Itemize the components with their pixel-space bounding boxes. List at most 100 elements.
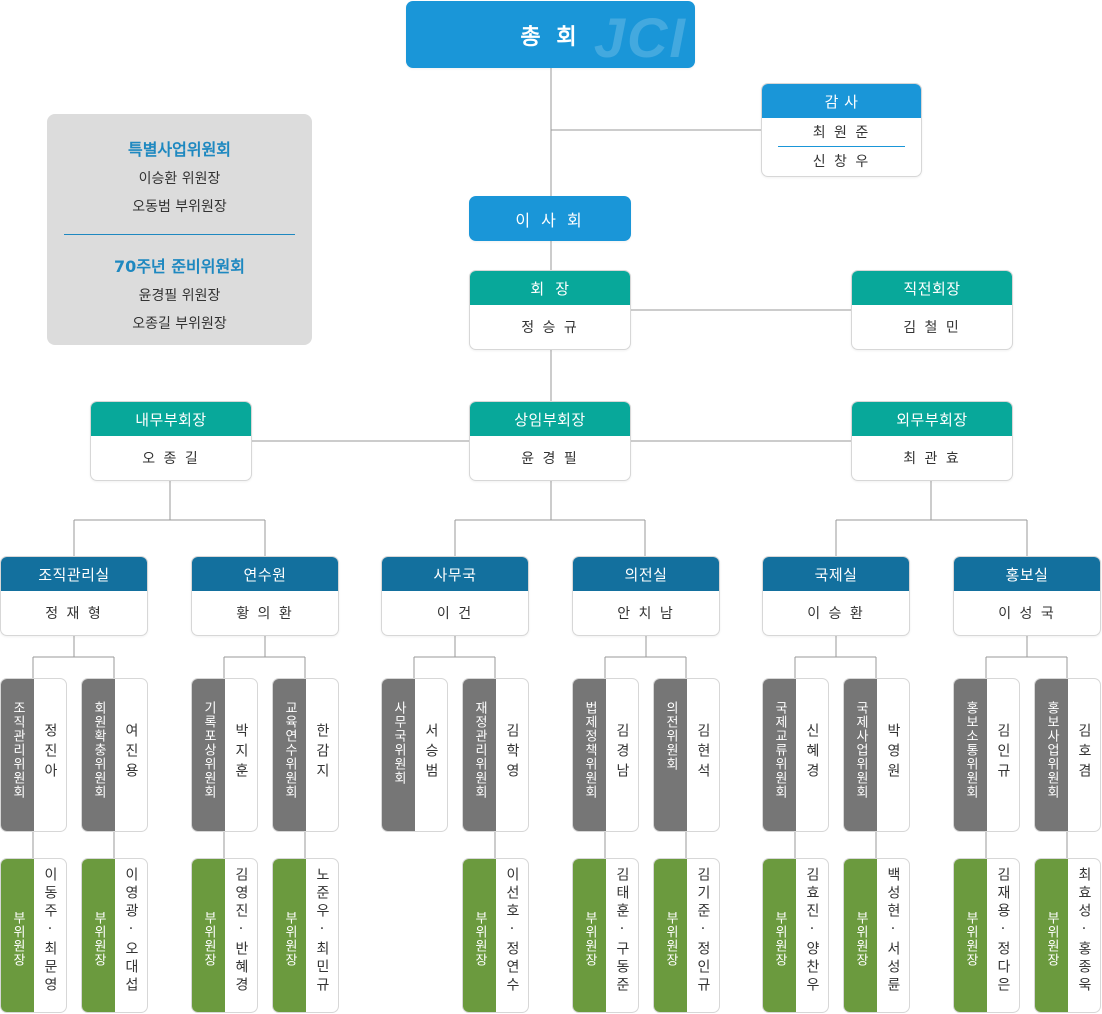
deputy-names: 노준우·최민규: [314, 867, 330, 995]
internal-vp-title: 내무부회장: [91, 402, 251, 436]
deputy-box: 부위원장 김기준·정인규: [653, 858, 720, 1013]
senior-vp-name: 윤 경 필: [521, 451, 579, 467]
office-title: 의전실: [573, 557, 719, 591]
special-committee-1-title: 특별사업위원회: [127, 140, 232, 159]
committee-name: 기록포상위원회: [201, 701, 216, 799]
committee-chair: 신혜경: [804, 723, 820, 783]
deputy-label-cell: 부위원장: [763, 859, 796, 1012]
deputy-label: 부위원장: [663, 911, 678, 967]
committee-name-cell: 기록포상위원회: [192, 679, 225, 831]
deputy-names-cell: 김기준·정인규: [687, 859, 719, 1012]
deputy-label-cell: 부위원장: [82, 859, 115, 1012]
deputy-label: 부위원장: [853, 911, 868, 967]
general-assembly-box: JCI 총 회: [406, 1, 695, 68]
committee-chair: 여진용: [123, 723, 139, 783]
committee-chair-cell: 신혜경: [796, 679, 828, 831]
auditor-box: 감 사 최 원 준 신 창 우: [761, 83, 922, 177]
committee-chair-cell: 김인규: [987, 679, 1019, 831]
deputy-names: 이선호·정연수: [504, 867, 520, 995]
special-committee-1-line-2: 오동범 부위원장: [132, 199, 227, 215]
deputy-box: 부위원장 노준우·최민규: [272, 858, 339, 1013]
office-box: 의전실 안 치 남: [572, 556, 720, 636]
deputy-names-cell: 백성현·서성륜: [877, 859, 909, 1012]
deputy-label: 부위원장: [91, 911, 106, 967]
president-title: 회 장: [470, 271, 630, 305]
deputy-names-cell: 김영진·반혜경: [225, 859, 257, 1012]
committee-chair-cell: 박지훈: [225, 679, 257, 831]
special-committee-2-title: 70주년 준비위원회: [114, 257, 245, 276]
office-title: 연수원: [192, 557, 338, 591]
committee-name: 홍보소통위원회: [963, 701, 978, 799]
committee-name: 회원확충위원회: [91, 701, 106, 799]
deputy-names-cell: 김태훈·구동준: [606, 859, 638, 1012]
office-head-name: 이 승 환: [807, 606, 865, 622]
committee-box: 법제정책위원회 김경남: [572, 678, 639, 832]
committee-name-cell: 의전위원회: [654, 679, 687, 831]
committee-name: 국제사업위원회: [853, 701, 868, 799]
committee-box: 홍보사업위원회 김호겸: [1034, 678, 1101, 832]
external-vp-name: 최 관 효: [903, 451, 961, 467]
committee-chair: 김현석: [695, 723, 711, 783]
committee-name: 홍보사업위원회: [1044, 701, 1059, 799]
auditor-member-2: 신 창 우: [812, 154, 871, 170]
auditor-member-1: 최 원 준: [812, 125, 871, 141]
committee-name: 법제정책위원회: [582, 701, 597, 799]
deputy-names: 김효진·양찬우: [804, 867, 820, 995]
committee-box: 기록포상위원회 박지훈: [191, 678, 258, 832]
deputy-label-cell: 부위원장: [844, 859, 877, 1012]
deputy-label: 부위원장: [472, 911, 487, 967]
deputy-label-cell: 부위원장: [1, 859, 34, 1012]
deputy-box: 부위원장 이선호·정연수: [462, 858, 529, 1013]
committee-name-cell: 재정관리위원회: [463, 679, 496, 831]
committee-chair-cell: 김학영: [496, 679, 528, 831]
committee-chair: 김학영: [504, 723, 520, 783]
deputy-label: 부위원장: [772, 911, 787, 967]
committee-chair: 한감지: [314, 723, 330, 783]
board-box: 이 사 회: [469, 196, 631, 241]
deputy-label-cell: 부위원장: [654, 859, 687, 1012]
deputy-label: 부위원장: [282, 911, 297, 967]
office-box: 조직관리실 정 재 형: [0, 556, 148, 636]
committee-box: 홍보소통위원회 김인규: [953, 678, 1020, 832]
special-committee-2-line-2: 오종길 부위원장: [132, 316, 227, 332]
senior-vp-title: 상임부회장: [470, 402, 630, 436]
past-president-box: 직전회장 김 철 민: [851, 270, 1013, 350]
deputy-names: 김영진·반혜경: [233, 867, 249, 995]
deputy-names: 백성현·서성륜: [885, 867, 901, 995]
committee-box: 국제교류위원회 신혜경: [762, 678, 829, 832]
office-head-name: 정 재 형: [45, 606, 103, 622]
office-box: 국제실 이 승 환: [762, 556, 910, 636]
deputy-label-cell: 부위원장: [1035, 859, 1068, 1012]
senior-vp-box: 상임부회장 윤 경 필: [469, 401, 631, 481]
deputy-label: 부위원장: [10, 911, 25, 967]
jci-watermark: JCI: [593, 6, 687, 68]
office-box: 사무국 이 건: [381, 556, 529, 636]
special-committee-2-line-1: 윤경필 위원장: [138, 288, 221, 304]
committee-chair-cell: 여진용: [115, 679, 147, 831]
general-assembly-title: 총 회: [520, 24, 581, 50]
committee-name: 교육연수위원회: [282, 701, 297, 799]
committee-name: 재정관리위원회: [472, 701, 487, 799]
committee-name-cell: 국제교류위원회: [763, 679, 796, 831]
office-head-name: 이 건: [436, 606, 474, 622]
president-name: 정 승 규: [521, 320, 579, 336]
deputy-names: 김태훈·구동준: [614, 867, 630, 995]
committee-name-cell: 국제사업위원회: [844, 679, 877, 831]
committee-name-cell: 교육연수위원회: [273, 679, 306, 831]
deputy-label: 부위원장: [963, 911, 978, 967]
committee-box: 회원확충위원회 여진용: [81, 678, 148, 832]
committee-name-cell: 사무국위원회: [382, 679, 415, 831]
deputy-names: 이동주·최문영: [42, 867, 58, 995]
office-title: 국제실: [763, 557, 909, 591]
committee-box: 의전위원회 김현석: [653, 678, 720, 832]
deputy-names-cell: 최효성·홍종욱: [1068, 859, 1100, 1012]
committee-chair-cell: 김호겸: [1068, 679, 1100, 831]
committee-chair: 정진아: [42, 723, 58, 783]
committee-chair: 김경남: [614, 723, 630, 783]
committee-name: 조직관리위원회: [10, 701, 25, 799]
